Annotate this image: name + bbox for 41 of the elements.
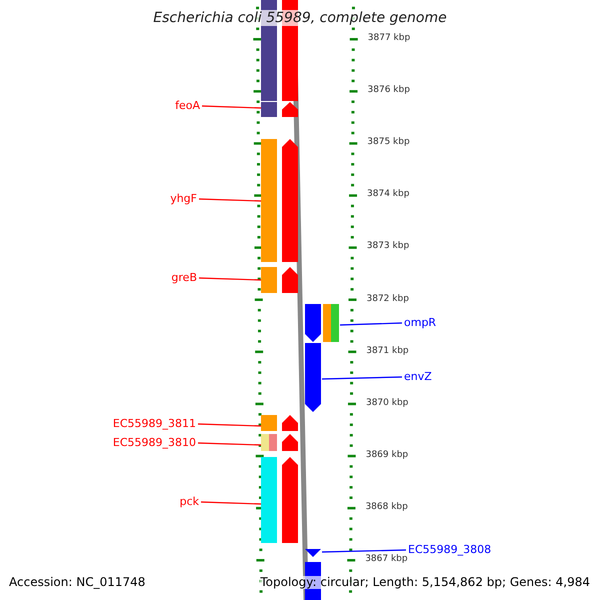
scale-label: 3873 kbp <box>366 241 410 252</box>
scale-label: 3877 kbp <box>368 33 410 44</box>
gene-feature <box>261 415 299 431</box>
gene-label: EC55989_3810 <box>112 436 196 449</box>
gene-feature <box>261 434 299 451</box>
gene-feature <box>305 549 322 557</box>
gene-label: EC55989_3811 <box>112 417 196 430</box>
scale-label: 3867 kbp <box>365 554 408 565</box>
leader-line <box>198 423 262 427</box>
leader-line <box>198 198 262 202</box>
gene-feature <box>261 267 299 293</box>
leader-line <box>198 277 262 281</box>
gene-feature <box>305 343 322 412</box>
gene-label: EC55989_3808 <box>408 543 492 556</box>
scale-label: 3875 kbp <box>367 137 410 148</box>
leader-line <box>198 442 262 446</box>
gene-feature <box>261 102 299 117</box>
genome-summary-text: Topology: circular; Length: 5,154,862 bp; Genes: 4,984 <box>260 576 590 589</box>
scale-label: 3876 kbp <box>368 85 410 96</box>
scale-label: 3872 kbp <box>366 294 409 304</box>
leader-line <box>340 322 402 326</box>
leader-line <box>322 549 406 553</box>
scale-label: 3869 kbp <box>366 450 408 461</box>
title: Escherichia coli 55989, complete genome <box>152 9 448 27</box>
gene-label: envZ <box>404 370 432 383</box>
gene-feature <box>305 304 340 342</box>
accession-text: Accession: NC_011748 <box>9 576 146 589</box>
leader-line <box>202 105 262 109</box>
leader-line <box>200 501 262 505</box>
gene-label: feoA <box>175 99 200 112</box>
scale-label: 3868 kbp <box>365 502 408 513</box>
gene-feature <box>261 139 299 262</box>
gene-label: greB <box>171 271 197 284</box>
scale-label: 3871 kbp <box>366 346 409 357</box>
gene-label: pck <box>180 495 199 508</box>
gene-feature <box>261 457 299 543</box>
scale-label: 3874 kbp <box>367 189 410 200</box>
scale-label: 3870 kbp <box>366 398 408 409</box>
leader-line <box>322 376 402 380</box>
gene-label: ompR <box>404 316 436 329</box>
gene-label: yhgF <box>170 192 197 205</box>
